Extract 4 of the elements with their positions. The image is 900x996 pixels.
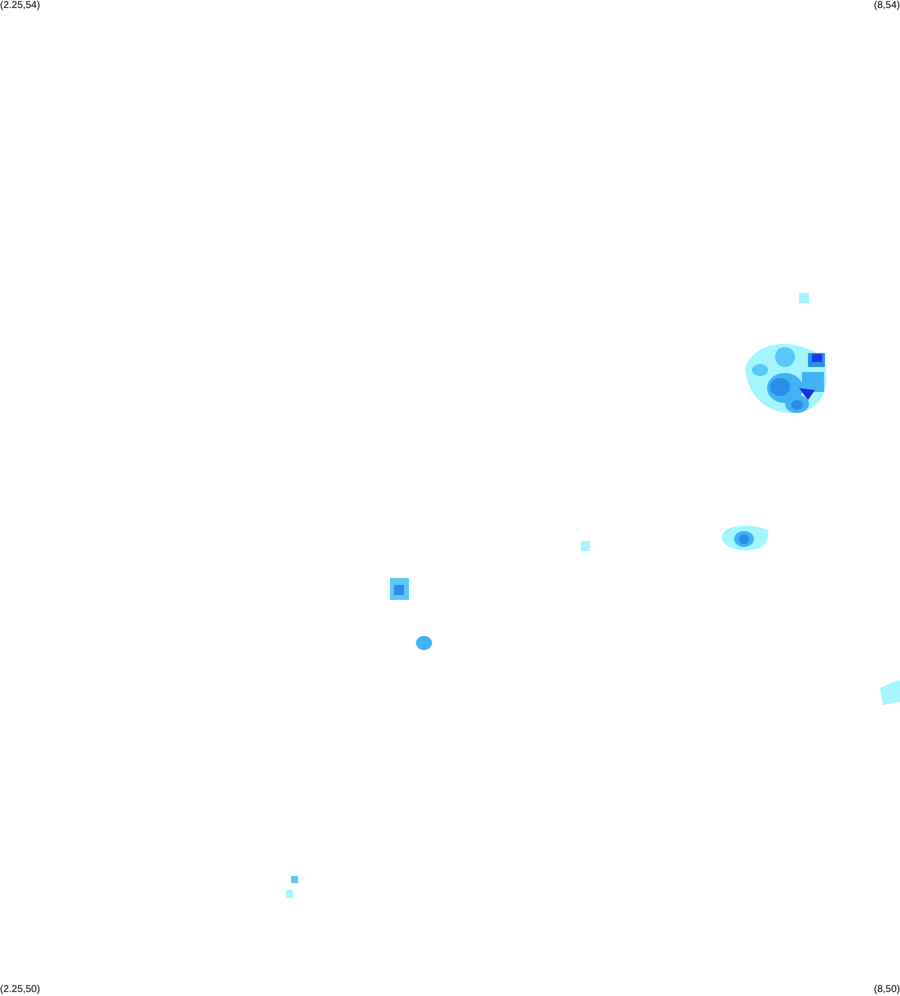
corner-coordinate: (2.25,54)	[0, 0, 40, 12]
corner-coordinate: (8,50)	[874, 984, 900, 996]
corner-coordinate: (8,54)	[874, 0, 900, 12]
corner-coordinate: (2.25,50)	[0, 984, 40, 996]
